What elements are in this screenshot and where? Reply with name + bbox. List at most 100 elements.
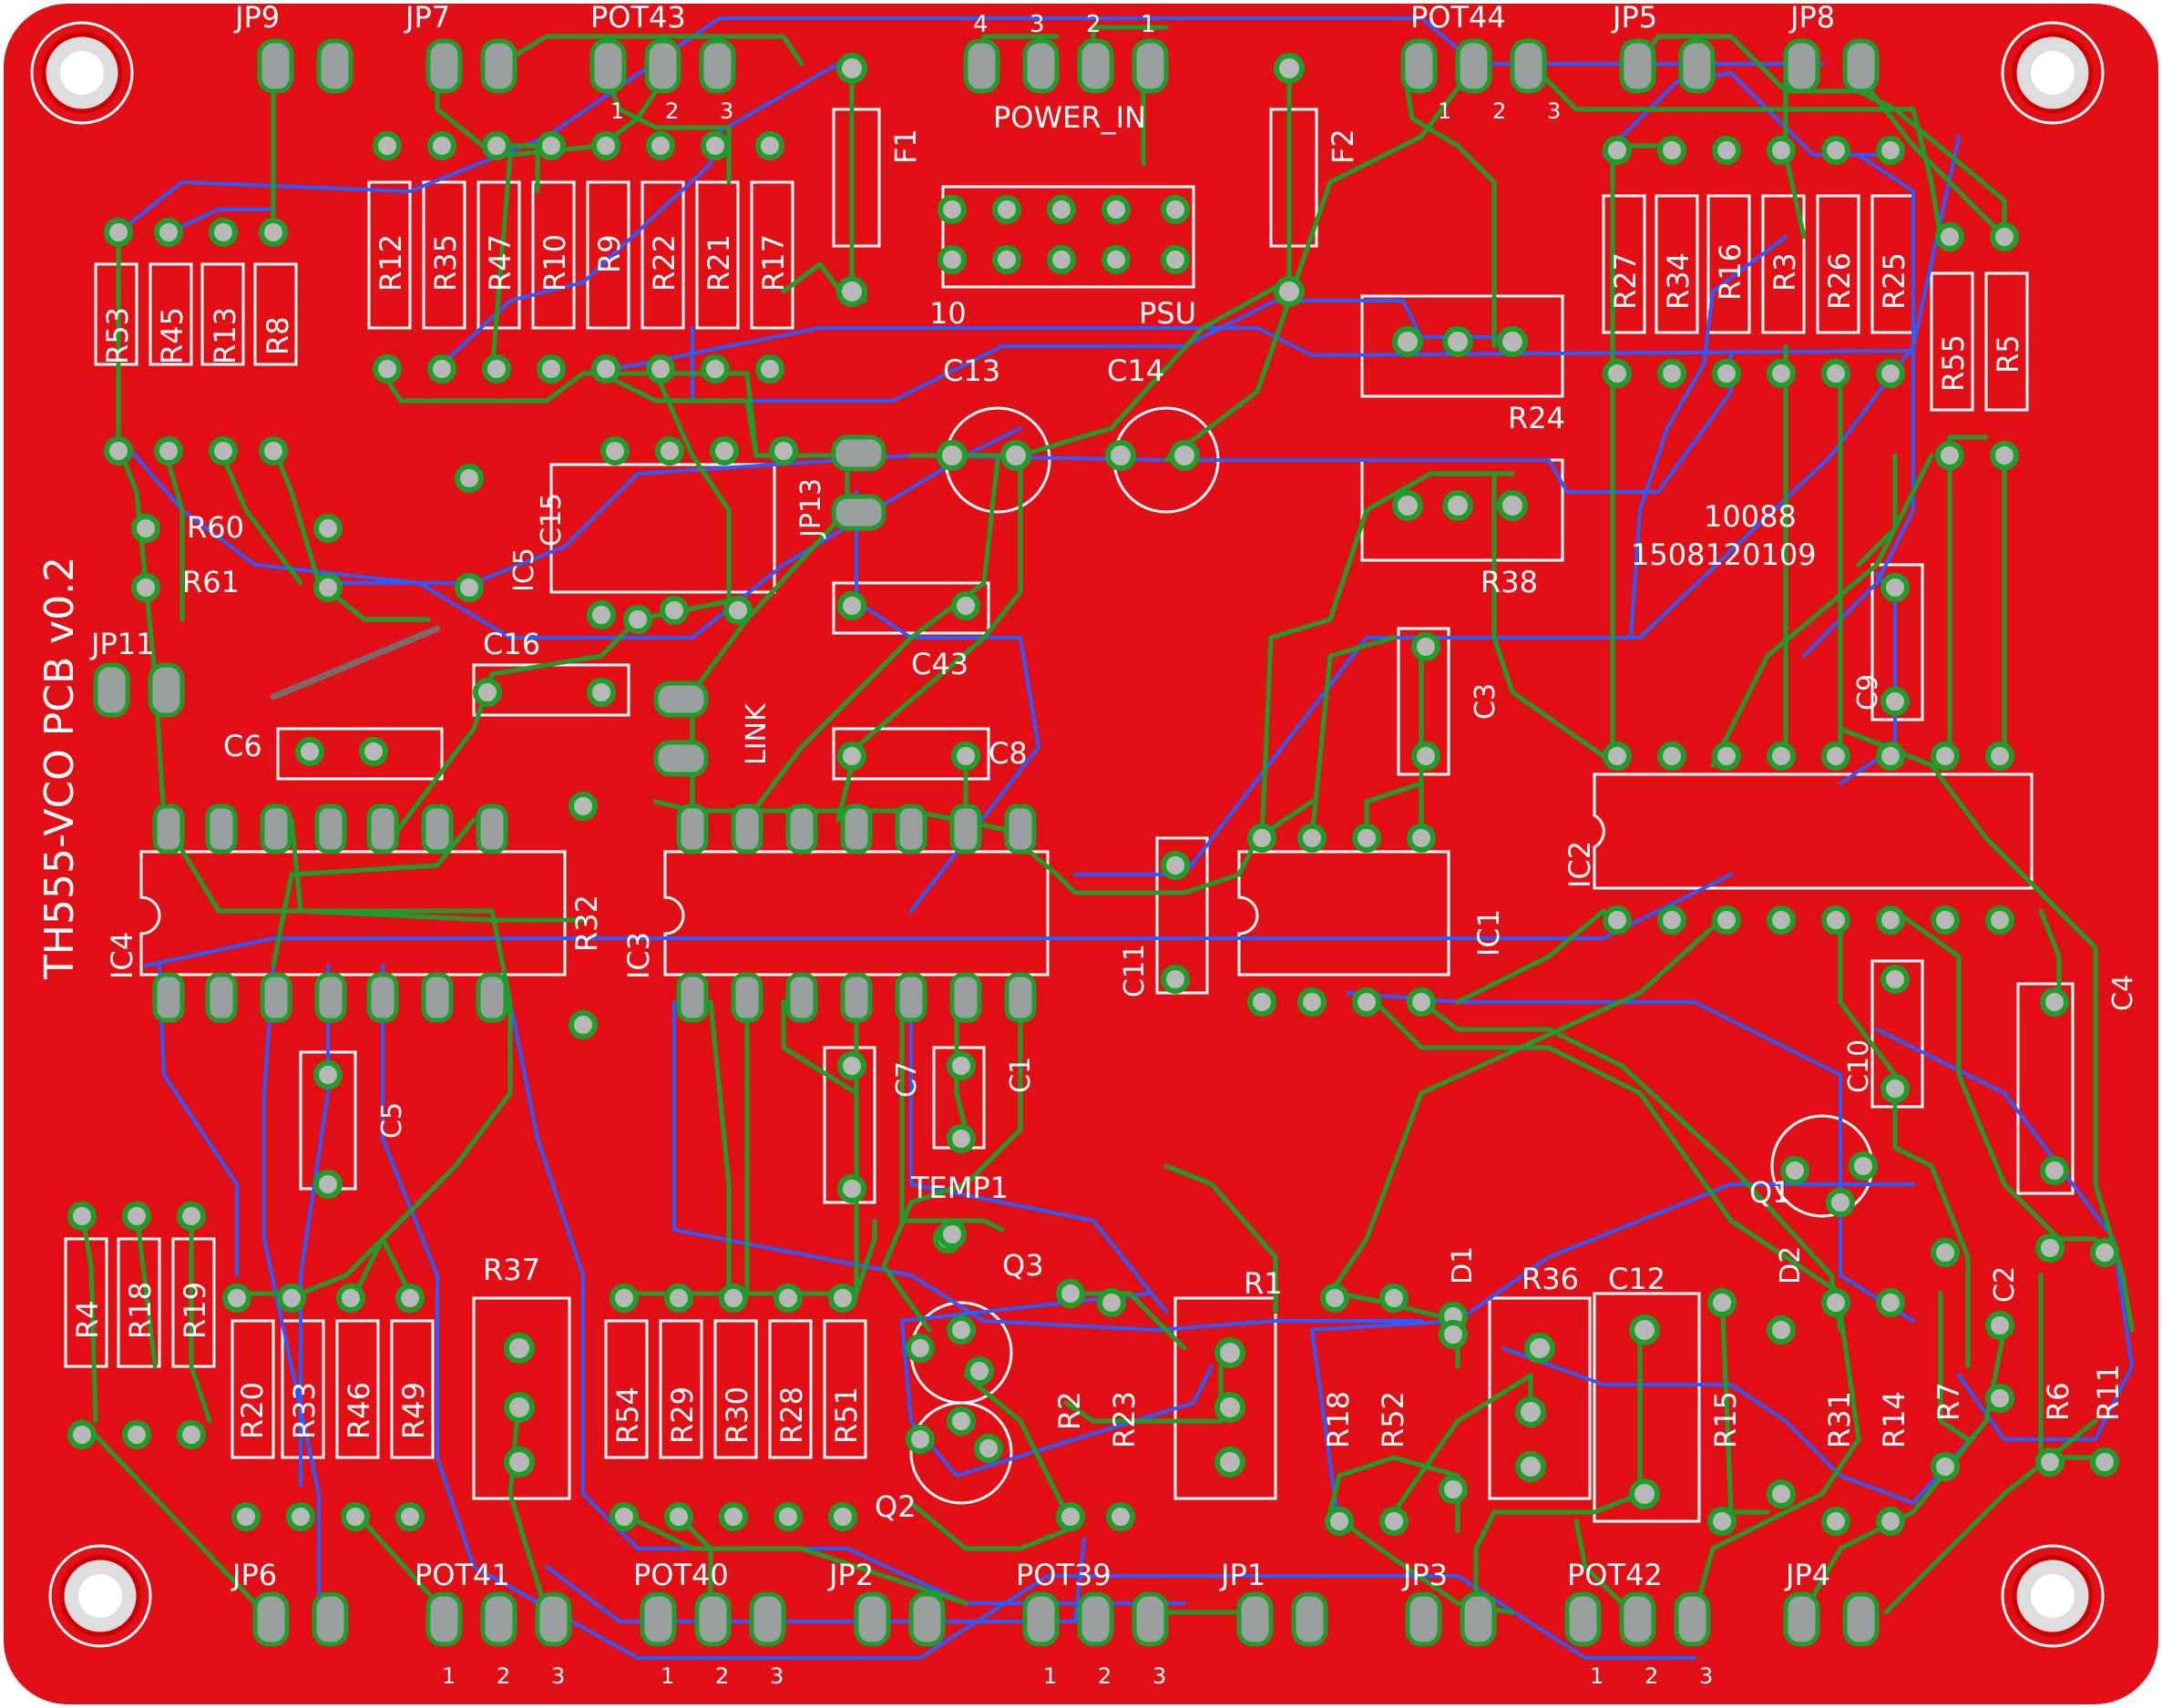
label-pot42-pin1: 1 xyxy=(1590,1663,1604,1689)
label-c11: C11 xyxy=(1119,944,1151,997)
label-r30: R30 xyxy=(720,1386,754,1444)
label-pot39-pin3: 3 xyxy=(1153,1663,1166,1689)
label-pot40: POT40 xyxy=(633,1558,729,1592)
label-pot41: POT41 xyxy=(415,1558,510,1592)
label-r5: R5 xyxy=(1991,334,2025,373)
label-c1: C1 xyxy=(1005,1057,1037,1093)
label-jp3: JP3 xyxy=(1401,1558,1448,1592)
label-jp9: JP9 xyxy=(233,0,280,35)
mounting-hole-bottom-left xyxy=(48,1544,152,1648)
label-r27: R27 xyxy=(1608,252,1643,310)
label-d2: D2 xyxy=(1775,1246,1807,1284)
label-r51: R51 xyxy=(829,1386,864,1444)
label-r60: R60 xyxy=(187,510,244,545)
label-pot40-pin2: 2 xyxy=(715,1663,729,1689)
label-pot43: POT43 xyxy=(590,0,686,35)
label-pin2-power: 2 xyxy=(1086,11,1101,38)
label-jp2: JP2 xyxy=(827,1558,874,1592)
label-r9: R9 xyxy=(592,234,627,273)
label-r2: R2 xyxy=(1052,1391,1087,1430)
label-r18-right: R18 xyxy=(1321,1391,1356,1448)
label-pot39-pin1: 1 xyxy=(1043,1663,1057,1689)
label-c9: C9 xyxy=(1852,674,1884,711)
label-pot43-pin1: 1 xyxy=(610,98,624,124)
label-r6: R6 xyxy=(2041,1382,2075,1421)
label-r54: R54 xyxy=(610,1386,645,1444)
label-r24: R24 xyxy=(1508,401,1565,435)
label-r21: R21 xyxy=(702,234,736,291)
label-pot44-pin2: 2 xyxy=(1492,98,1506,124)
label-r47: R47 xyxy=(483,234,517,291)
silkscreen-labels: TH555-VCO PCB v0.2 10088 1508120109 JP9 … xyxy=(36,0,2139,1689)
top-layer-traces xyxy=(79,25,2135,1615)
label-r45: R45 xyxy=(155,307,190,364)
label-r22: R22 xyxy=(647,234,681,291)
label-jp5: JP5 xyxy=(1611,0,1657,35)
label-r11: R11 xyxy=(2091,1364,2126,1421)
label-r8: R8 xyxy=(261,316,295,355)
label-ic3: IC3 xyxy=(621,932,656,979)
label-pin1-power: 1 xyxy=(1141,11,1156,38)
label-c8: C8 xyxy=(989,736,1028,771)
label-r14: R14 xyxy=(1877,1391,1911,1448)
label-r25: R25 xyxy=(1877,252,1911,310)
label-pot41-pin1: 1 xyxy=(442,1663,456,1689)
board-code-1: 10088 xyxy=(1704,499,1797,534)
label-r61: R61 xyxy=(182,565,240,599)
label-10: 10 xyxy=(929,296,967,331)
label-pot39-pin2: 2 xyxy=(1098,1663,1112,1689)
label-r19: R19 xyxy=(178,1282,212,1339)
label-c15: C15 xyxy=(536,493,568,547)
label-c5: C5 xyxy=(376,1102,408,1139)
label-d1: D1 xyxy=(1447,1246,1479,1284)
board-code-2: 1508120109 xyxy=(1631,537,1817,572)
label-r28: R28 xyxy=(774,1386,809,1444)
component-pads xyxy=(67,38,2119,1647)
label-c4: C4 xyxy=(2107,975,2139,1011)
label-pot44-pin3: 3 xyxy=(1547,98,1561,124)
label-r4: R4 xyxy=(70,1300,105,1339)
label-temp1: TEMP1 xyxy=(910,1171,1009,1205)
label-r29: R29 xyxy=(665,1386,700,1444)
label-pot42-pin3: 3 xyxy=(1699,1663,1713,1689)
label-r1: R1 xyxy=(1244,1266,1283,1301)
label-jp1: JP1 xyxy=(1219,1558,1265,1592)
mounting-hole-top-left xyxy=(30,21,134,125)
silkscreen-outlines xyxy=(64,107,2075,1523)
label-jp11: JP11 xyxy=(89,627,154,661)
label-r15: R15 xyxy=(1708,1391,1743,1448)
label-r37: R37 xyxy=(483,1253,540,1287)
board-substrate xyxy=(4,4,2158,1704)
label-r32: R32 xyxy=(569,895,604,952)
label-r17: R17 xyxy=(756,234,791,291)
label-ic4: IC4 xyxy=(105,932,139,979)
label-c16: C16 xyxy=(483,627,540,661)
label-q3: Q3 xyxy=(1002,1248,1044,1283)
label-c43: C43 xyxy=(911,647,968,681)
label-c10: C10 xyxy=(1843,1039,1875,1093)
label-r49: R49 xyxy=(396,1382,431,1439)
label-r38: R38 xyxy=(1481,565,1538,599)
label-pot40-pin1: 1 xyxy=(661,1663,674,1689)
label-q1: Q1 xyxy=(1749,1175,1791,1210)
label-r46: R46 xyxy=(342,1382,376,1439)
mounting-hole-top-right xyxy=(2001,21,2105,125)
label-ic1: IC1 xyxy=(1471,909,1506,956)
label-r3: R3 xyxy=(1768,252,1802,291)
label-r52: R52 xyxy=(1376,1391,1410,1448)
label-r12: R12 xyxy=(374,234,408,291)
label-c12: C12 xyxy=(1608,1262,1665,1296)
label-jp8-top: JP8 xyxy=(1788,0,1835,35)
label-r34: R34 xyxy=(1661,252,1696,310)
label-f1: F1 xyxy=(888,128,923,164)
label-jp7: JP7 xyxy=(404,0,450,35)
label-r20: R20 xyxy=(235,1382,270,1439)
label-q2: Q2 xyxy=(875,1489,917,1524)
label-r53: R53 xyxy=(100,307,135,364)
label-ic5: IC5 xyxy=(508,547,540,592)
label-pin3-power: 3 xyxy=(1030,11,1045,38)
label-r33: R33 xyxy=(287,1382,322,1439)
label-jp6: JP6 xyxy=(231,1558,277,1592)
label-ic2: IC2 xyxy=(1563,841,1597,888)
label-link: LINK xyxy=(741,702,773,765)
